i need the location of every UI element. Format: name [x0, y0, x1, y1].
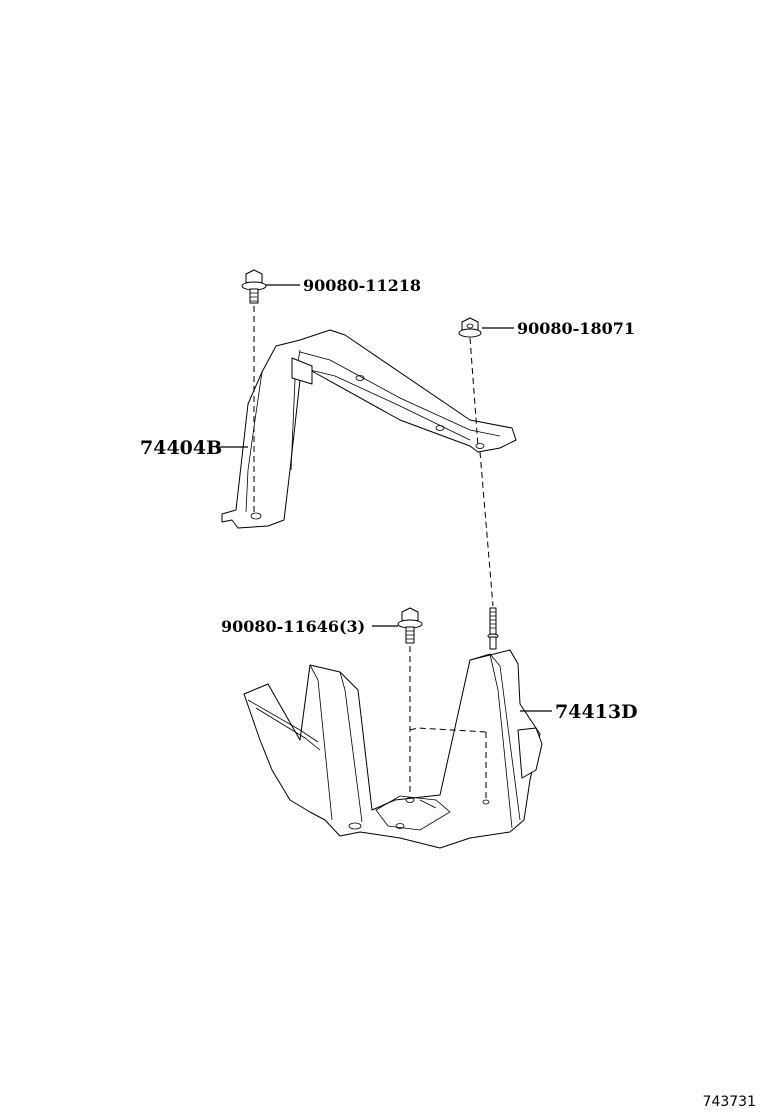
callout-bolt-90080-11646: 90080-11646(3) [221, 617, 365, 636]
callout-bolt-90080-11218: 90080-11218 [303, 276, 421, 295]
flange-bolt-icon [397, 607, 423, 644]
battery-hold-down-bracket [221, 329, 517, 529]
threaded-stud-icon [487, 607, 499, 650]
flange-bolt-icon [241, 269, 267, 304]
assembly-lines [253, 306, 494, 800]
callout-bracket-74404B: 74404B [140, 437, 222, 459]
callout-nut-90080-18071: 90080-18071 [517, 319, 635, 338]
battery-tray [243, 649, 543, 849]
callout-tray-74413D: 74413D [555, 701, 638, 723]
diagram-reference-code: 743731 [702, 1094, 756, 1110]
leader-lines [216, 284, 552, 712]
flange-nut-icon [458, 317, 482, 338]
